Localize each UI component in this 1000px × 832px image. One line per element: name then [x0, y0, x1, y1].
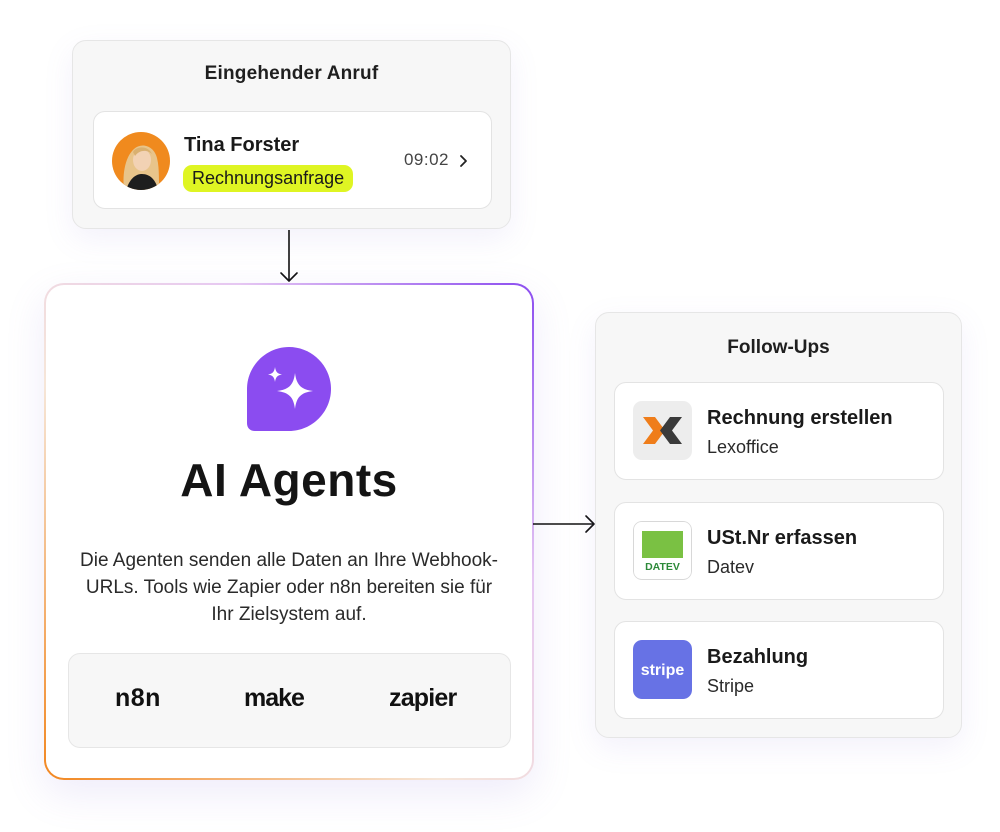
incoming-call-card: Eingehender Anruf Tina Forster Rechnungs…	[72, 40, 511, 229]
lexoffice-icon	[633, 401, 692, 460]
arrow-down-icon	[280, 230, 298, 282]
followups-title: Follow-Ups	[727, 337, 830, 358]
avatar	[112, 132, 170, 190]
followup-title: Bezahlung	[707, 646, 809, 668]
n8n-logo: n8n	[115, 684, 161, 712]
followup-item-rechnung[interactable]: Rechnung erstellen Lexoffice	[614, 382, 944, 480]
sparkle-chat-icon	[247, 347, 331, 431]
caller-name: Tina Forster	[184, 134, 300, 156]
tools-box: n8n make zapier	[68, 653, 511, 748]
ai-agents-title: AI Agents	[180, 454, 398, 506]
followup-title: USt.Nr erfassen	[707, 527, 858, 549]
datev-icon-text: DATEV	[645, 561, 680, 573]
followup-item-bezahlung[interactable]: stripe Bezahlung Stripe	[614, 621, 944, 719]
stripe-icon: stripe	[633, 640, 692, 699]
ai-agents-card: AI Agents Die Agenten senden alle Daten …	[44, 283, 534, 780]
followup-title: Rechnung erstellen	[707, 407, 893, 429]
zapier-logo: zapier	[389, 684, 457, 712]
followup-subtitle: Lexoffice	[707, 437, 779, 457]
status-badge: Rechnungsanfrage	[183, 165, 354, 192]
caller-row[interactable]: Tina Forster Rechnungsanfrage 09:02	[93, 111, 492, 209]
followup-subtitle: Stripe	[707, 676, 755, 696]
followups-card: Follow-Ups Rechnung erstellen Lexoffice …	[595, 312, 962, 738]
chevron-right-icon[interactable]	[457, 152, 471, 170]
followup-subtitle: Datev	[707, 557, 755, 577]
ai-agents-description: Die Agenten senden alle Daten an Ihre We…	[80, 550, 498, 625]
stripe-icon-text: stripe	[641, 662, 685, 679]
datev-icon: DATEV	[633, 521, 692, 580]
followup-item-ustnr[interactable]: DATEV USt.Nr erfassen Datev	[614, 502, 944, 600]
ai-agents-inner: AI Agents Die Agenten senden alle Daten …	[46, 285, 532, 778]
incoming-call-title: Eingehender Anruf	[204, 63, 379, 84]
call-time: 09:02	[403, 150, 449, 169]
arrow-right-icon	[533, 515, 595, 533]
make-logo: make	[244, 684, 305, 712]
